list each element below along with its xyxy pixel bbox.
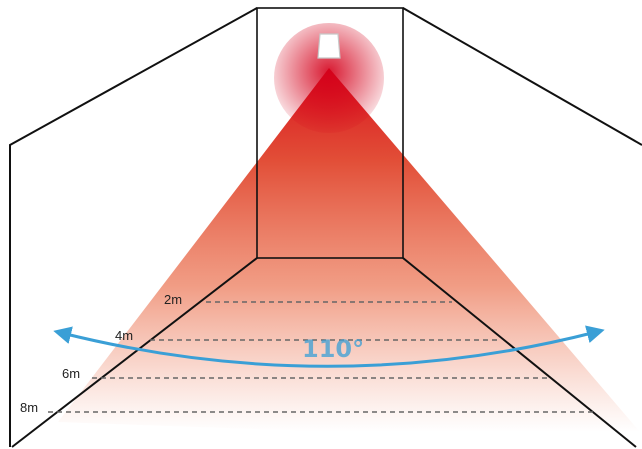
floor-left-edge <box>11 257 258 448</box>
motion-sensor-icon <box>317 33 341 59</box>
distance-label-4m: 4m <box>115 328 133 343</box>
room-walls <box>9 7 642 448</box>
cone-apex-glow <box>274 23 384 133</box>
angle-label: 110° <box>302 335 364 363</box>
left-wall-outline <box>9 7 258 447</box>
distance-label-6m: 6m <box>62 366 80 381</box>
back-wall <box>256 7 404 259</box>
angle-arc <box>53 325 605 368</box>
floor-right-edge <box>402 257 637 448</box>
distance-label-8m: 8m <box>20 400 38 415</box>
right-wall-outline <box>402 7 642 146</box>
distance-label-2m: 2m <box>164 292 182 307</box>
